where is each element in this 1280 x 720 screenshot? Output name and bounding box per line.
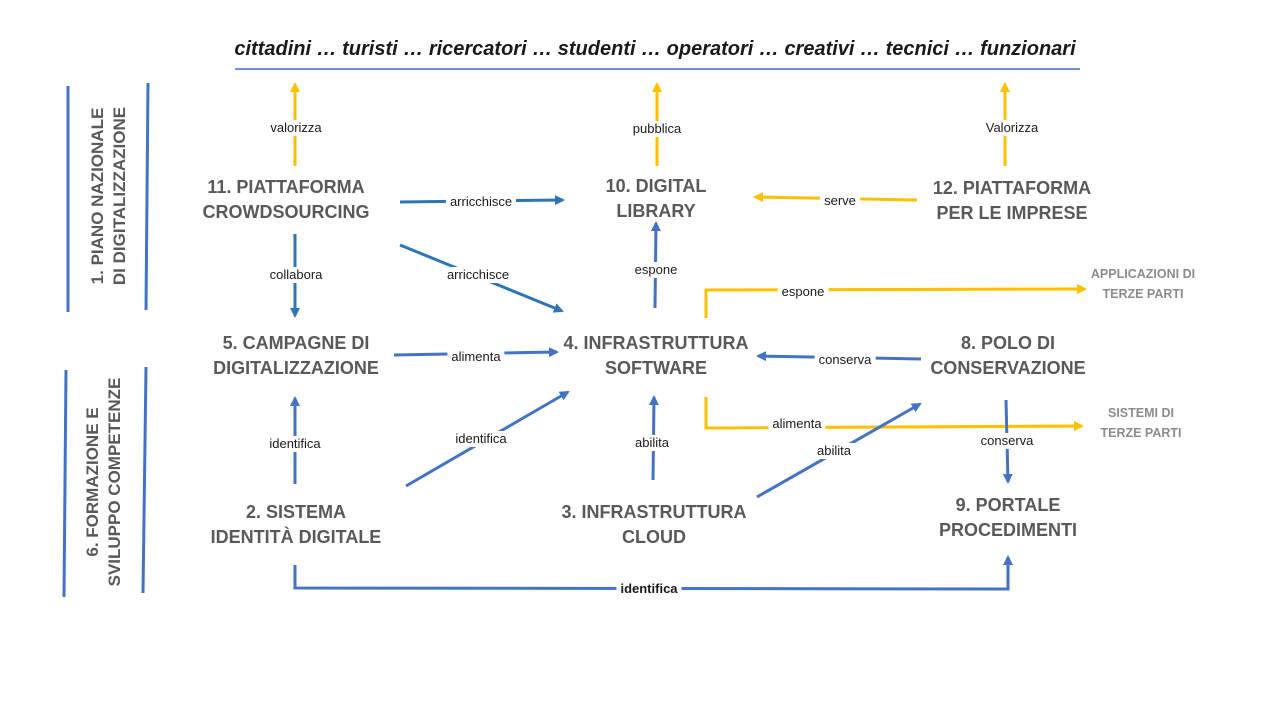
external-apps-line-2: TERZE PARTI xyxy=(1102,287,1184,301)
edge-label-identifica-5: identifica xyxy=(265,436,325,452)
node-9-line-2: PROCEDIMENTI xyxy=(938,520,1077,540)
side-label-piano-line-2: DI DIGITALIZZAZIONE xyxy=(110,106,129,286)
node-3-line-2: CLOUD xyxy=(622,527,686,547)
edge-label-espone-apps: espone xyxy=(777,284,829,300)
node-12-piattaforma-imprese: 12. PIATTAFORMA PER LE IMPRESE xyxy=(902,176,1122,226)
node-8-line-2: CONSERVAZIONE xyxy=(930,358,1086,378)
node-11-piattaforma-crowdsourcing: 11. PIATTAFORMA CROWDSOURCING xyxy=(176,175,396,225)
external-applicazioni-terze-parti: APPLICAZIONI DI TERZE PARTI xyxy=(1068,264,1218,304)
node-10-line-1: 10. DIGITAL xyxy=(605,176,707,196)
side-label-formazione-line-2: SVILUPPO COMPETENZE xyxy=(105,377,124,587)
arrow-espone-apps xyxy=(704,284,1087,318)
edge-label-arricchisce-10: arricchisce xyxy=(445,194,517,210)
node-8-line-1: 8. POLO DI xyxy=(960,333,1056,353)
external-systems-line-2: TERZE PARTI xyxy=(1100,426,1182,440)
node-9-portale-procedimenti: 9. PORTALE PROCEDIMENTI xyxy=(888,493,1128,543)
external-sistemi-terze-parti: SISTEMI DI TERZE PARTI xyxy=(1066,403,1216,443)
node-4-line-1: 4. INFRASTRUTTURA xyxy=(563,333,749,353)
node-10-line-2: LIBRARY xyxy=(616,201,696,221)
edge-label-alimenta-4: alimenta xyxy=(447,349,505,365)
node-5-line-1: 5. CAMPAGNE DI xyxy=(222,333,370,353)
edge-label-conserva-4: conserva xyxy=(814,352,876,368)
node-3-line-1: 3. INFRASTRUTTURA xyxy=(561,502,747,522)
node-2-sistema-identita-digitale: 2. SISTEMA IDENTITÀ DIGITALE xyxy=(176,500,416,550)
edge-label-pubblica: pubblica xyxy=(628,121,686,137)
arrow-alimenta-sistemi xyxy=(704,397,1084,432)
node-3-infrastruttura-cloud: 3. INFRASTRUTTURA CLOUD xyxy=(534,500,774,550)
node-10-digital-library: 10. DIGITAL LIBRARY xyxy=(546,174,766,224)
node-11-line-1: 11. PIATTAFORMA xyxy=(207,177,365,197)
edge-label-valorizza-11: valorizza xyxy=(266,120,326,136)
node-9-line-1: 9. PORTALE xyxy=(955,495,1061,515)
external-apps-line-1: APPLICAZIONI DI xyxy=(1090,267,1196,281)
node-12-line-1: 12. PIATTAFORMA xyxy=(932,178,1092,198)
node-8-polo-conservazione: 8. POLO DI CONSERVAZIONE xyxy=(888,331,1128,381)
edge-label-alimenta-sistemi: alimenta xyxy=(768,416,826,432)
node-5-line-2: DIGITALIZZAZIONE xyxy=(213,358,379,378)
external-systems-line-1: SISTEMI DI xyxy=(1108,406,1174,420)
node-2-line-1: 2. SISTEMA xyxy=(245,502,347,522)
edge-label-arricchisce-4: arricchisce xyxy=(442,267,514,283)
side-label-piano-line-1: 1. PIANO NAZIONALE xyxy=(88,107,107,285)
node-11-line-2: CROWDSOURCING xyxy=(202,202,370,222)
edge-label-conserva-9: conserva xyxy=(976,433,1038,449)
edge-label-collabora: collabora xyxy=(265,267,327,283)
node-5-campagne-digitalizzazione: 5. CAMPAGNE DI DIGITALIZZAZIONE xyxy=(176,331,416,381)
node-4-line-2: SOFTWARE xyxy=(605,358,707,378)
side-label-formazione: 6. FORMAZIONE E SVILUPPO COMPETENZE xyxy=(82,367,126,597)
edge-label-abilita-4: abilita xyxy=(631,435,673,451)
side-label-piano: 1. PIANO NAZIONALE DI DIGITALIZZAZIONE xyxy=(87,81,131,311)
node-4-infrastruttura-software: 4. INFRASTRUTTURA SOFTWARE xyxy=(536,331,776,381)
edge-label-valorizza-12: Valorizza xyxy=(981,120,1043,136)
node-12-line-2: PER LE IMPRESE xyxy=(936,203,1088,223)
audience-title: cittadini … turisti … ricercatori … stud… xyxy=(234,38,1076,60)
bracket-formazione-left xyxy=(62,369,68,598)
side-label-formazione-line-1: 6. FORMAZIONE E xyxy=(83,407,102,557)
node-2-line-2: IDENTITÀ DIGITALE xyxy=(210,527,382,547)
edge-label-abilita-8: abilita xyxy=(813,443,855,459)
edge-label-espone-10: espone xyxy=(630,262,682,278)
edge-label-identifica-4: identifica xyxy=(451,431,511,447)
edge-label-serve: serve xyxy=(820,193,860,209)
bracket-piano-right xyxy=(144,82,150,311)
bracket-formazione-right xyxy=(141,366,148,594)
edge-label-identifica-9: identifica xyxy=(616,581,682,597)
